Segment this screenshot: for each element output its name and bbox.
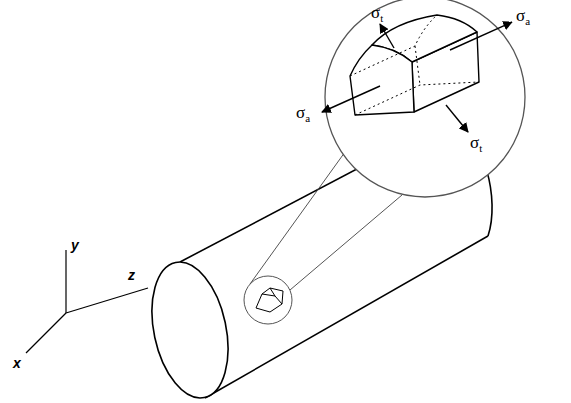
axis-label: y — [71, 238, 79, 252]
axis-label: x — [13, 356, 21, 370]
axis-label: z — [128, 268, 135, 282]
stress-arrows — [322, 22, 512, 132]
stress-label: σa — [516, 7, 530, 24]
magnifier-circle — [325, 0, 525, 197]
surface-element — [244, 276, 292, 324]
stress-element — [350, 15, 479, 115]
stress-label: σt — [371, 4, 383, 21]
stress-label: σt — [470, 134, 482, 151]
axes — [26, 250, 148, 353]
stress-label: σa — [296, 104, 310, 121]
